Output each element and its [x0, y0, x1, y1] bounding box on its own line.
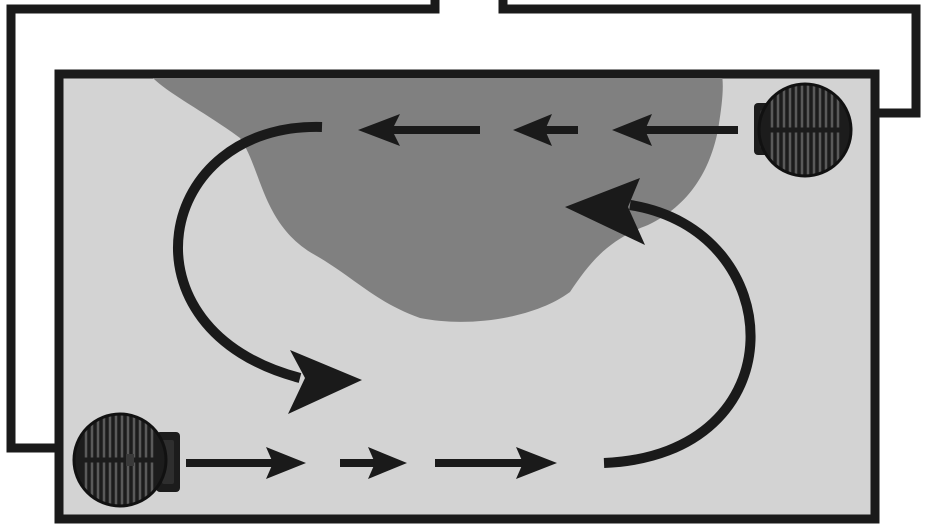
arrowhead-bottom-1 — [266, 447, 306, 479]
curved-arrow-right-body — [603, 200, 756, 468]
arrowhead-top-1 — [358, 114, 400, 146]
arrowhead-curved-left — [288, 350, 362, 414]
curved-flow-right — [565, 178, 756, 468]
power-cable-left — [6, 0, 440, 453]
curved-flow-left — [172, 121, 362, 414]
top-right-wavemaker-pump — [754, 82, 853, 178]
bottom-left-wavemaker-pump — [72, 412, 180, 508]
power-cable-right — [498, 0, 921, 118]
arrowhead-bottom-2 — [368, 447, 407, 479]
arrowhead-top-3 — [612, 114, 652, 146]
rock-formation — [152, 78, 723, 322]
straight-flow-top — [358, 114, 738, 146]
arrowhead-bottom-3 — [516, 447, 557, 479]
arrowhead-top-2 — [513, 114, 552, 146]
curved-arrow-left-body — [172, 121, 323, 383]
straight-flow-bottom — [186, 447, 557, 479]
arrowhead-curved-right — [565, 178, 645, 245]
